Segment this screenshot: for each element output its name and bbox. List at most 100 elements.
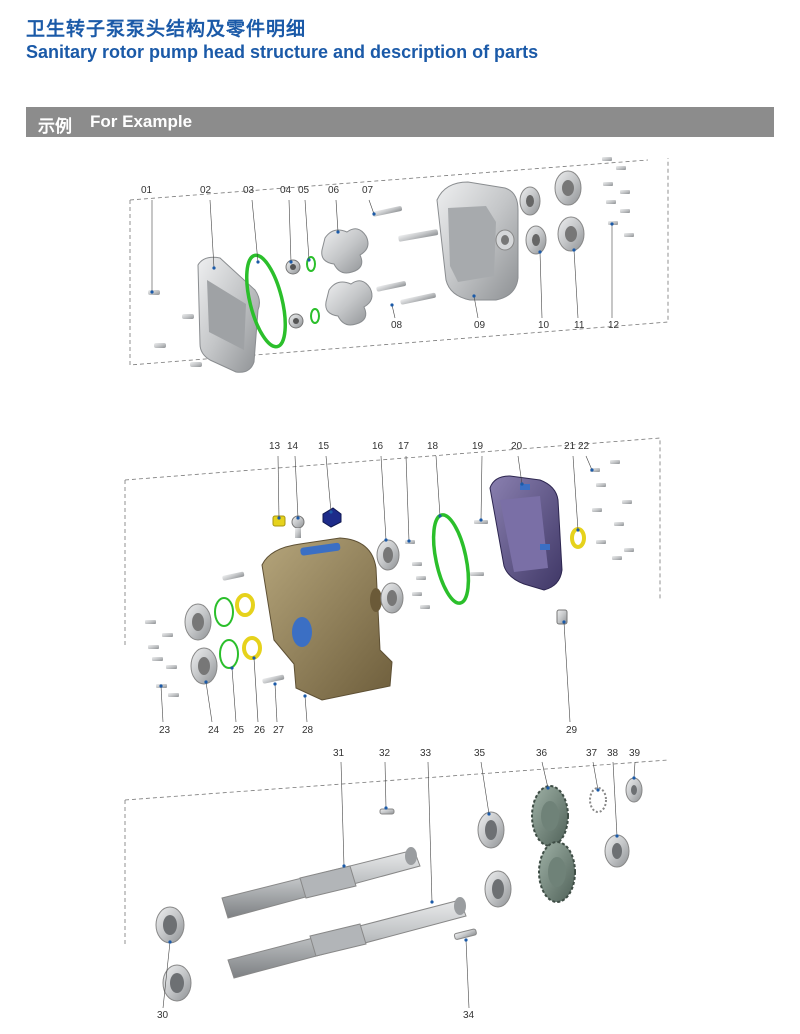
leader-dot-29 bbox=[562, 620, 566, 624]
leader-line-09 bbox=[473, 295, 479, 319]
leader-line-32 bbox=[384, 761, 387, 809]
leader-dot-06 bbox=[336, 230, 340, 234]
part-38-lock-nut bbox=[604, 834, 630, 868]
part-23-screws bbox=[405, 540, 430, 609]
part-label-09: 09 bbox=[474, 320, 486, 331]
part-05-small-orings bbox=[306, 256, 320, 324]
part-label-36: 36 bbox=[536, 748, 548, 759]
leader-dot-27 bbox=[273, 682, 277, 686]
leader-dot-12 bbox=[610, 222, 614, 226]
part-35-bearings bbox=[477, 811, 512, 908]
leader-dot-02 bbox=[212, 266, 216, 270]
leader-line-02 bbox=[209, 199, 215, 269]
part-label-16: 16 bbox=[372, 441, 384, 452]
part-03-oring bbox=[245, 253, 287, 349]
part-label-07: 07 bbox=[362, 185, 374, 196]
part-39-nut bbox=[625, 777, 643, 803]
part-34-key bbox=[453, 928, 477, 940]
leader-dot-18 bbox=[438, 514, 442, 518]
part-label-14: 14 bbox=[287, 441, 299, 452]
part-37-lock-washer bbox=[589, 787, 607, 813]
part-label-19: 19 bbox=[472, 441, 484, 452]
part-label-05: 05 bbox=[298, 185, 310, 196]
part-22-plates bbox=[376, 539, 404, 614]
part-label-39: 39 bbox=[629, 748, 641, 759]
leader-line-27 bbox=[274, 683, 278, 723]
part-label-11: 11 bbox=[574, 320, 585, 331]
part-label-29: 29 bbox=[566, 725, 578, 736]
part-04-nuts bbox=[285, 259, 304, 329]
leader-line-33 bbox=[427, 761, 433, 903]
leader-line-18 bbox=[435, 455, 441, 517]
leader-dot-31 bbox=[342, 864, 346, 868]
frame-top bbox=[129, 158, 669, 366]
leader-line-16 bbox=[380, 455, 387, 541]
part-label-38: 38 bbox=[607, 748, 619, 759]
part-32-key bbox=[379, 808, 395, 815]
part-label-25: 25 bbox=[233, 725, 245, 736]
leader-dot-36 bbox=[546, 786, 550, 790]
leader-line-04 bbox=[288, 199, 292, 263]
leader-dot-01 bbox=[150, 290, 154, 294]
leader-line-25 bbox=[231, 667, 237, 723]
part-06-rotors bbox=[321, 228, 373, 326]
leader-line-20 bbox=[517, 455, 523, 485]
leader-dot-30 bbox=[168, 940, 172, 944]
leader-dot-34 bbox=[464, 938, 468, 942]
leader-dot-16 bbox=[384, 538, 388, 542]
leader-dot-14 bbox=[296, 516, 300, 520]
leader-line-19 bbox=[480, 455, 483, 521]
part-14-flanges bbox=[184, 603, 218, 685]
section-band: 示例 For Example bbox=[26, 107, 774, 137]
part-label-15: 15 bbox=[318, 441, 330, 452]
leader-dot-39 bbox=[632, 776, 636, 780]
part-18-bearing-bracket bbox=[261, 537, 393, 701]
leader-dot-33 bbox=[430, 900, 434, 904]
part-label-35: 35 bbox=[474, 748, 486, 759]
leader-line-35 bbox=[480, 761, 490, 815]
part-16-lip-seals bbox=[235, 593, 262, 660]
leader-line-38 bbox=[612, 761, 618, 837]
part-30-bearings bbox=[155, 906, 192, 1002]
leader-line-05 bbox=[304, 199, 310, 261]
part-26-rear-cover bbox=[489, 475, 563, 591]
leader-line-23 bbox=[160, 685, 164, 723]
leader-dot-08 bbox=[390, 303, 394, 307]
leader-line-24 bbox=[205, 681, 213, 723]
leader-dot-09 bbox=[472, 294, 476, 298]
part-label-28: 28 bbox=[302, 725, 314, 736]
leader-dot-32 bbox=[384, 806, 388, 810]
part-10-bearing-seals bbox=[519, 186, 547, 255]
section-label-cn: 示例 bbox=[38, 117, 72, 136]
part-label-30: 30 bbox=[157, 1010, 169, 1021]
part-label-18: 18 bbox=[427, 441, 439, 452]
leader-line-08 bbox=[391, 304, 396, 319]
leader-dot-20 bbox=[520, 482, 524, 486]
part-21-breather bbox=[322, 507, 342, 528]
part-label-04: 04 bbox=[280, 185, 292, 196]
part-11-seal-plates bbox=[554, 170, 585, 252]
frame-bottom bbox=[124, 759, 669, 945]
part-12-screws bbox=[602, 157, 634, 237]
part-label-03: 03 bbox=[243, 185, 255, 196]
part-15-orings bbox=[214, 597, 239, 669]
leader-dot-19 bbox=[479, 518, 483, 522]
part-09-pump-casing bbox=[398, 181, 519, 301]
part-label-13: 13 bbox=[269, 441, 281, 452]
part-label-20: 20 bbox=[511, 441, 523, 452]
part-13-screws bbox=[145, 620, 179, 697]
part-label-22: 22 bbox=[578, 441, 590, 452]
leader-dot-04 bbox=[289, 260, 293, 264]
leader-line-30 bbox=[162, 941, 171, 1009]
leader-line-14 bbox=[294, 455, 299, 519]
leader-line-28 bbox=[304, 695, 308, 723]
part-label-34: 34 bbox=[463, 1010, 475, 1021]
leader-dot-22 bbox=[590, 468, 594, 472]
part-label-27: 27 bbox=[273, 725, 285, 736]
part-label-32: 32 bbox=[379, 748, 391, 759]
part-01-screws bbox=[148, 290, 202, 367]
part-02-front-cover bbox=[197, 256, 260, 373]
part-label-02: 02 bbox=[200, 185, 212, 196]
leader-line-31 bbox=[340, 761, 345, 867]
